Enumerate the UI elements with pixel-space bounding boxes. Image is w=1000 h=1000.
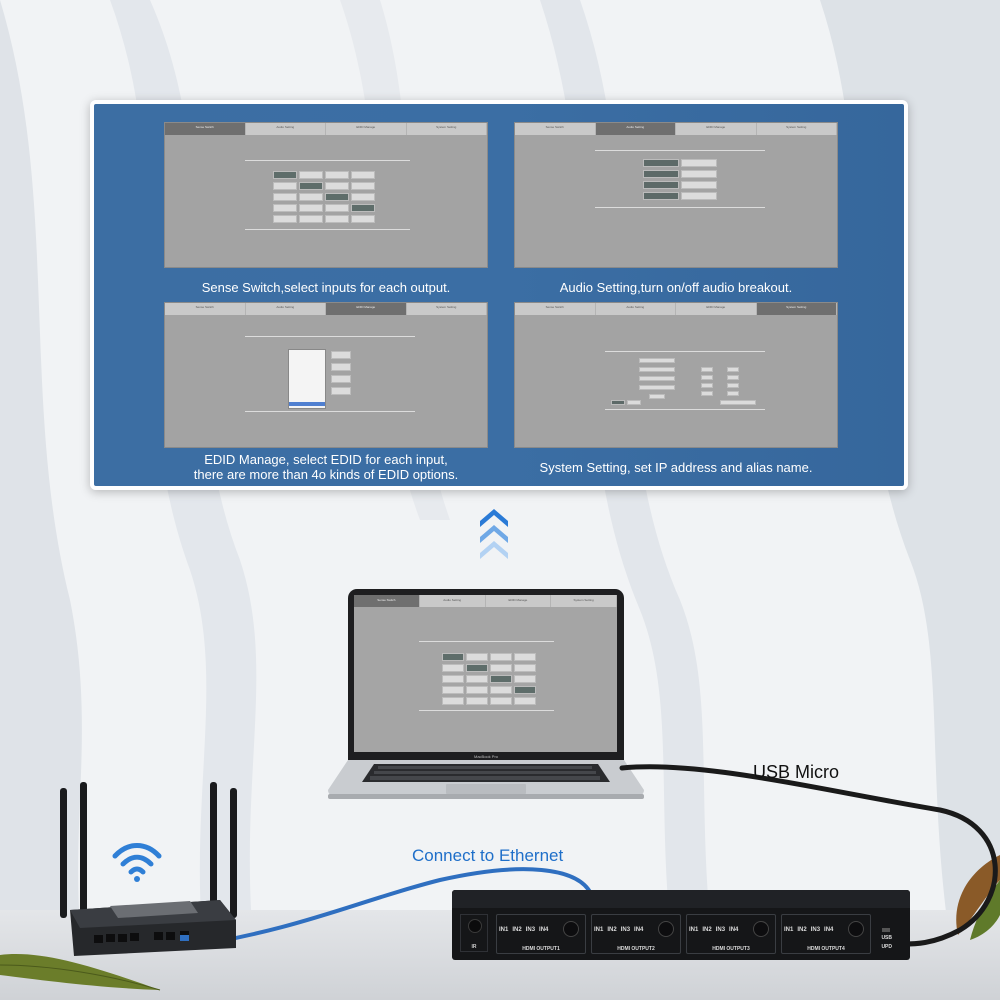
tab-audio-setting[interactable]: Audio Setting bbox=[420, 595, 486, 607]
tab-system-setting: System Setting bbox=[407, 123, 487, 135]
system-setting-screenshot: Sense Switch Audio Setting EDID Manage S… bbox=[514, 302, 838, 448]
tab-sense-switch: Sense Switch bbox=[165, 123, 246, 135]
caption-audio-setting: Audio Setting,turn on/off audio breakout… bbox=[559, 280, 793, 295]
tab-edid-manage[interactable]: EDID Manage bbox=[486, 595, 552, 607]
hdmi-matrix-switch: IR IN1 IN2 IN3 IN4 HDMI OUTPUT1 IN1 IN2 … bbox=[452, 890, 910, 960]
laptop-display: Sense Switch Audio Setting EDID Manage S… bbox=[354, 595, 617, 752]
tab-system-setting[interactable]: System Setting bbox=[551, 595, 617, 607]
ir-label: IR bbox=[471, 944, 477, 950]
tab-audio-setting: Audio Setting bbox=[246, 123, 326, 135]
hdmi-output-2-label: HDMI OUTPUT2 bbox=[617, 946, 655, 952]
tab-audio-setting: Audio Setting bbox=[595, 123, 676, 135]
select-button[interactable] bbox=[848, 921, 864, 937]
in4-label: IN4 bbox=[824, 927, 834, 933]
tab-sense-switch[interactable]: Sense Switch bbox=[354, 595, 420, 607]
usb-port-label: USB UPD bbox=[881, 934, 892, 952]
hdmi-output-1-label: HDMI OUTPUT1 bbox=[522, 946, 560, 952]
screenshots-panel: Sense Switch Audio Setting EDID Manage S… bbox=[90, 100, 908, 490]
tab-sense-switch: Sense Switch bbox=[515, 123, 596, 135]
laptop-keyboard bbox=[328, 760, 644, 799]
router bbox=[60, 782, 237, 956]
tab-sense-switch: Sense Switch bbox=[515, 303, 596, 315]
tab-system-setting: System Setting bbox=[756, 303, 837, 315]
hdmi-output-3-group: IN1 IN2 IN3 IN4 HDMI OUTPUT3 bbox=[686, 914, 776, 954]
in1-label: IN1 bbox=[784, 927, 794, 933]
usb-port[interactable] bbox=[882, 928, 890, 932]
caption-sense-switch: Sense Switch,select inputs for each outp… bbox=[201, 280, 451, 295]
in1-label: IN1 bbox=[689, 927, 699, 933]
tab-edid-manage: EDID Manage bbox=[326, 123, 407, 135]
caption-edid-line-1: EDID Manage, select EDID for each input, bbox=[204, 452, 448, 467]
tab-edid-manage: EDID Manage bbox=[676, 123, 757, 135]
tab-system-setting: System Setting bbox=[757, 123, 837, 135]
tab-system-setting: System Setting bbox=[407, 303, 487, 315]
ir-receiver: IR bbox=[460, 914, 488, 952]
tab-edid-manage: EDID Manage bbox=[326, 303, 407, 315]
tab-sense-switch: Sense Switch bbox=[165, 303, 246, 315]
in2-label: IN2 bbox=[512, 927, 522, 933]
wifi-icon bbox=[112, 843, 162, 882]
in4-label: IN4 bbox=[729, 927, 739, 933]
in3-label: IN3 bbox=[525, 927, 536, 933]
audio-setting-screenshot: Sense Switch Audio Setting EDID Manage S… bbox=[514, 122, 838, 268]
caption-edid-manage: EDID Manage, select EDID for each input,… bbox=[126, 452, 526, 482]
ethernet-label: Connect to Ethernet bbox=[412, 846, 564, 865]
in4-label: IN4 bbox=[634, 927, 644, 933]
laptop-screen: Sense Switch Audio Setting EDID Manage S… bbox=[348, 589, 624, 761]
hdmi-output-2-group: IN1 IN2 IN3 IN4 HDMI OUTPUT2 bbox=[591, 914, 681, 954]
hdmi-output-1-group: IN1 IN2 IN3 IN4 HDMI OUTPUT1 bbox=[496, 914, 586, 954]
ir-eye-icon bbox=[468, 919, 482, 933]
hdmi-output-3-label: HDMI OUTPUT3 bbox=[712, 946, 750, 952]
select-button[interactable] bbox=[753, 921, 769, 937]
select-button[interactable] bbox=[563, 921, 579, 937]
in1-label: IN1 bbox=[594, 927, 604, 933]
tab-audio-setting: Audio Setting bbox=[246, 303, 326, 315]
in2-label: IN2 bbox=[797, 927, 807, 933]
tab-audio-setting: Audio Setting bbox=[596, 303, 676, 315]
hdmi-output-4-group: IN1 IN2 IN3 IN4 HDMI OUTPUT4 bbox=[781, 914, 871, 954]
caption-edid-line-2: there are more than 4o kinds of EDID opt… bbox=[193, 467, 459, 482]
in2-label: IN2 bbox=[607, 927, 617, 933]
select-button[interactable] bbox=[658, 921, 674, 937]
hdmi-output-4-label: HDMI OUTPUT4 bbox=[807, 946, 845, 952]
laptop-brand: MacBook Pro bbox=[473, 754, 498, 759]
in4-label: IN4 bbox=[539, 927, 549, 933]
edid-manage-screenshot: Sense Switch Audio Setting EDID Manage S… bbox=[164, 302, 488, 448]
upd-label: UPD bbox=[881, 944, 892, 950]
in2-label: IN2 bbox=[702, 927, 712, 933]
usb-label: USB bbox=[881, 935, 892, 941]
in1-label: IN1 bbox=[499, 927, 509, 933]
sense-switch-screenshot: Sense Switch Audio Setting EDID Manage S… bbox=[164, 122, 488, 268]
chevron-up-icon bbox=[480, 509, 508, 559]
in3-label: IN3 bbox=[715, 927, 726, 933]
tab-edid-manage: EDID Manage bbox=[676, 303, 757, 315]
caption-system-setting: System Setting, set IP address and alias… bbox=[539, 460, 813, 475]
in3-label: IN3 bbox=[810, 927, 821, 933]
in3-label: IN3 bbox=[620, 927, 631, 933]
usb-micro-label: USB Micro bbox=[753, 762, 840, 782]
